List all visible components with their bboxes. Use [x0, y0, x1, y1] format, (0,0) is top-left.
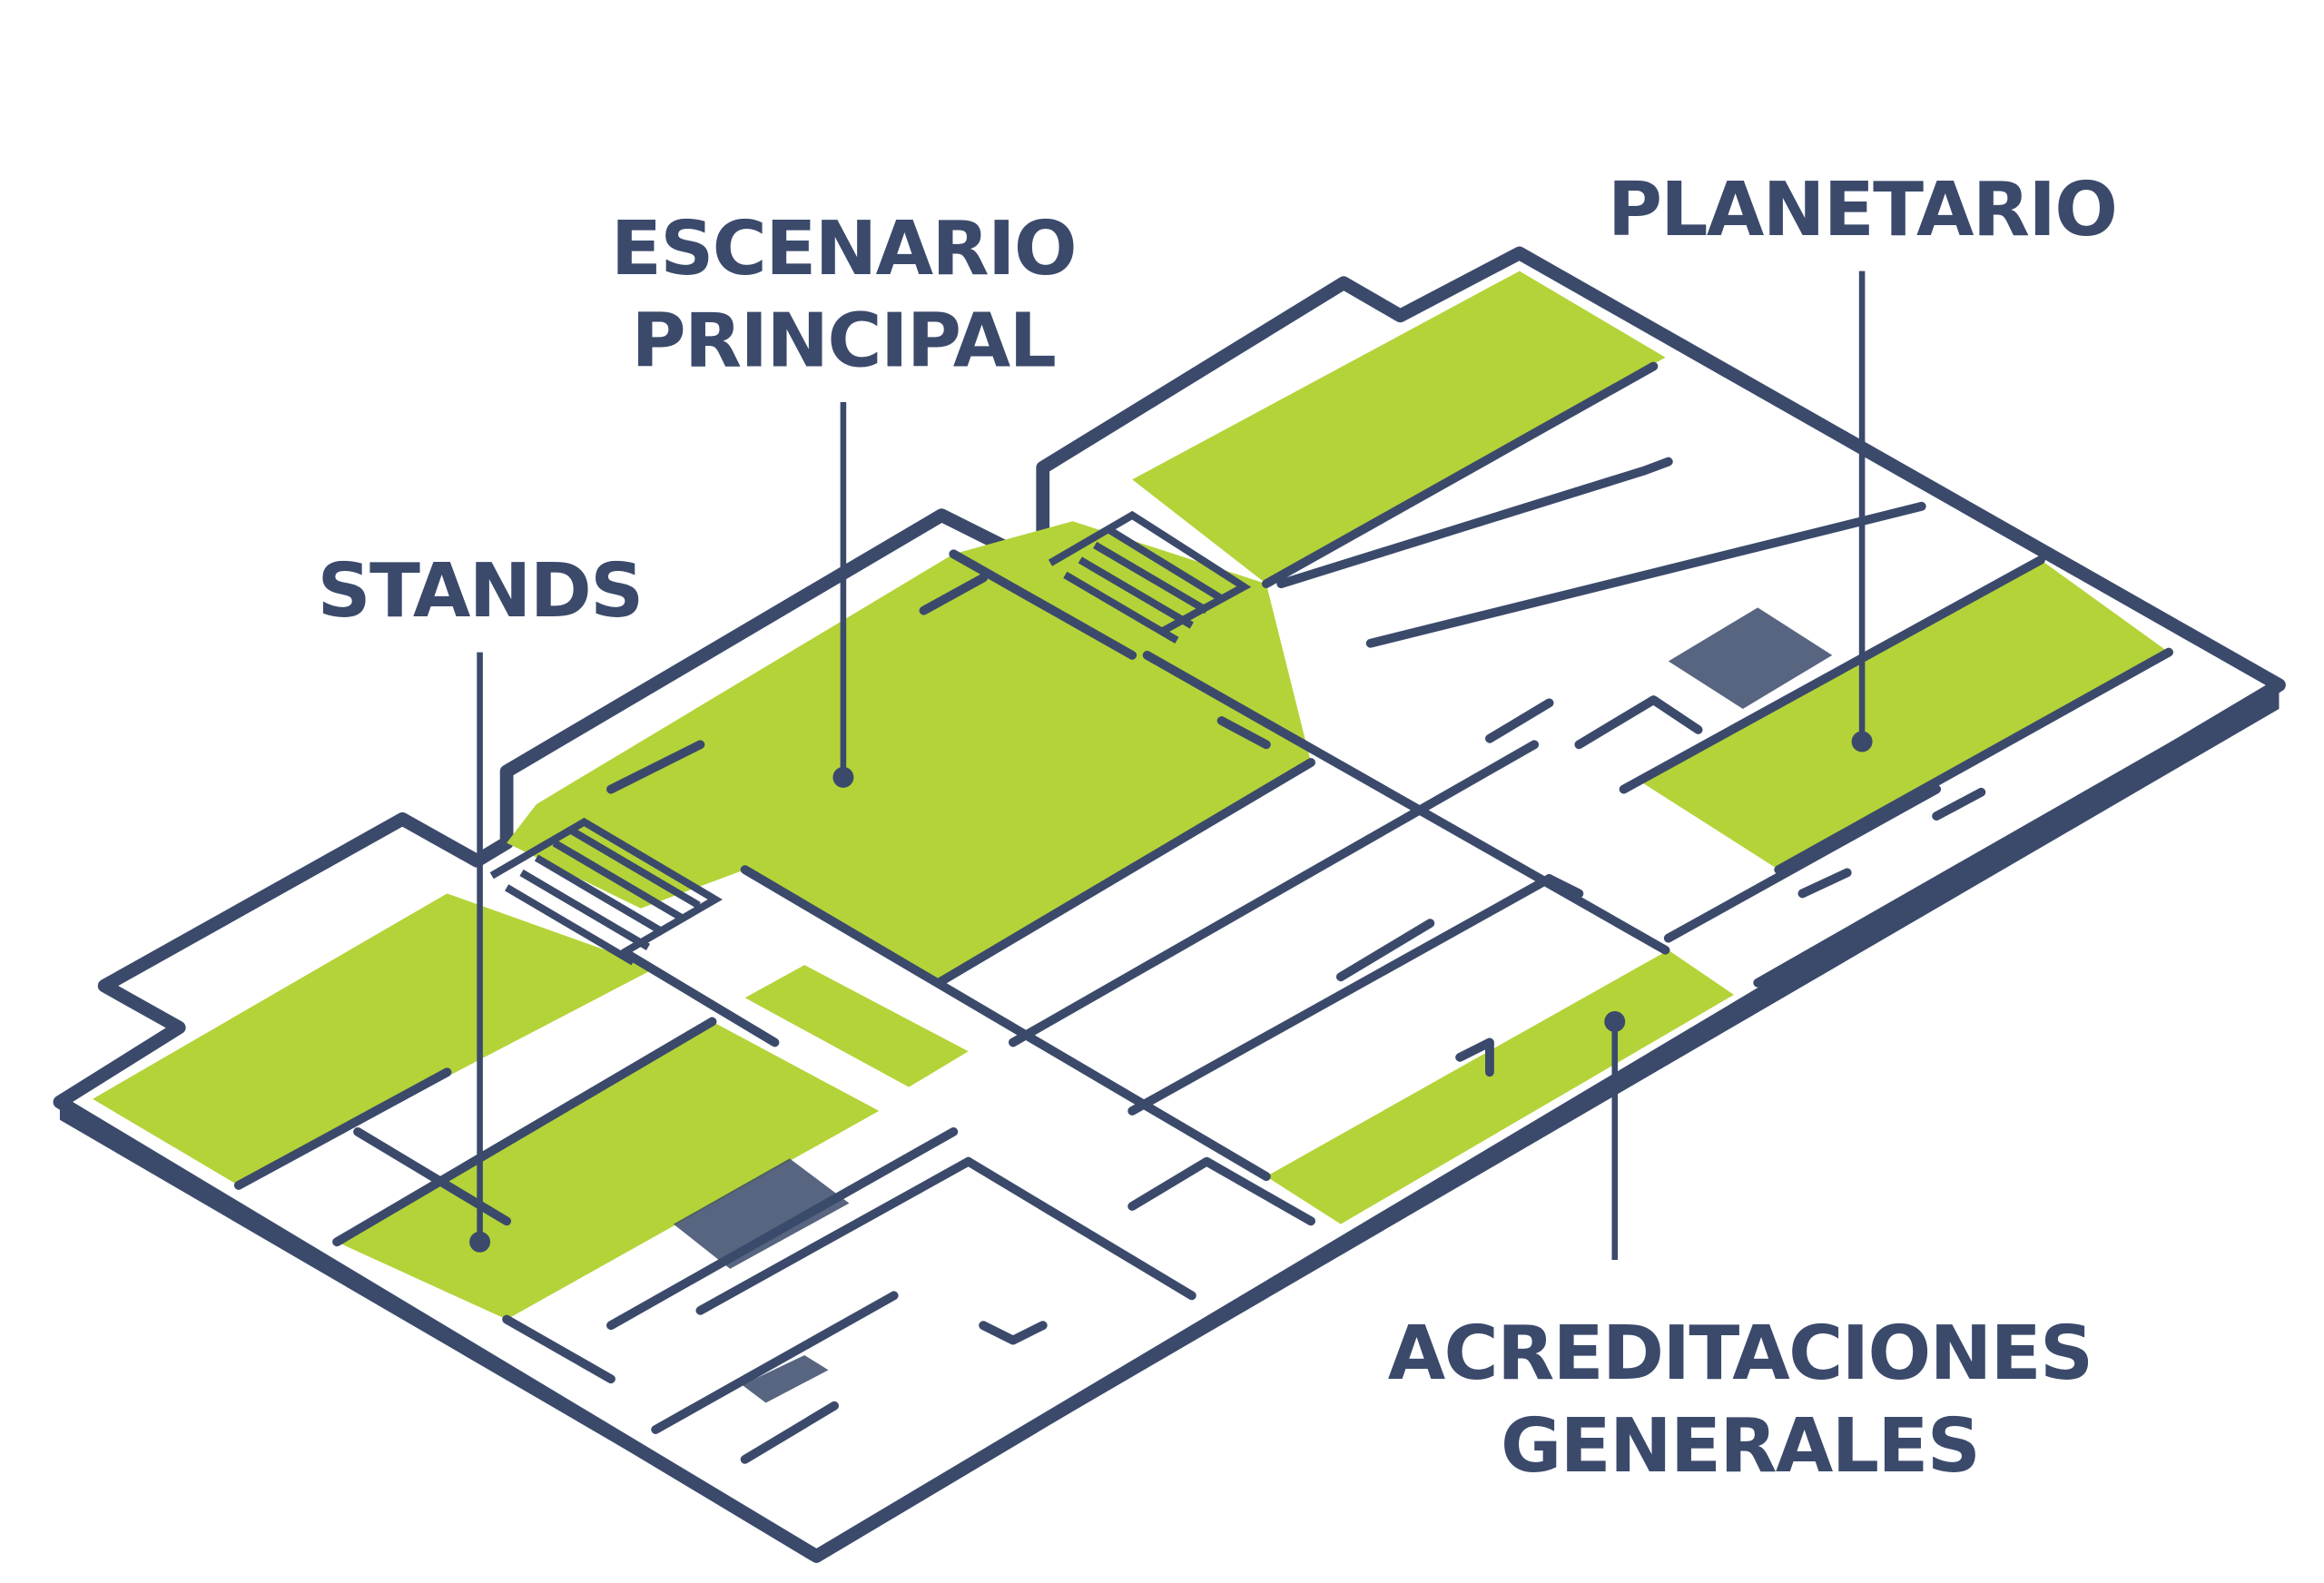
labels: ESCENARIO PRINCIPAL PLANETARIO STANDS AC… — [318, 167, 2118, 1490]
zone-upper-hall — [1132, 270, 1666, 585]
callout-dot-stands — [469, 1231, 491, 1253]
label-planetario: PLANETARIO — [1608, 167, 2117, 253]
callout-lines — [469, 270, 1873, 1260]
tactile-patches — [673, 607, 1833, 1403]
label-acreditaciones-line1: ACREDITACIONES — [1388, 1311, 2093, 1397]
zone-middle — [744, 965, 969, 1087]
label-escenario-line1: ESCENARIO — [611, 206, 1076, 292]
callout-dot-escenario — [832, 766, 854, 788]
callout-dot-planetario — [1851, 731, 1873, 752]
interior-walls — [233, 361, 2284, 1464]
label-stands: STANDS — [318, 548, 643, 634]
stairs — [489, 510, 1252, 966]
label-acreditaciones-line2: GENERALES — [1501, 1403, 1979, 1490]
label-escenario-line2: PRINCIPAL — [632, 299, 1056, 385]
zone-planetario — [1639, 559, 2170, 870]
zone-stands-upper — [93, 893, 656, 1185]
callout-dot-acreditaciones — [1604, 1010, 1626, 1032]
zone-escenario-principal — [507, 521, 1312, 983]
